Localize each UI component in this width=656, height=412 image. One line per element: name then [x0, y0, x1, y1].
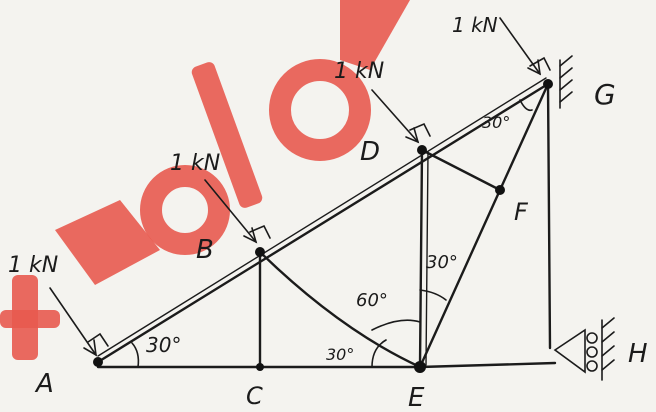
member-GH [546, 82, 552, 350]
arc-at-E-right [419, 289, 447, 301]
arc-at-A [131, 342, 140, 368]
joint-E [414, 361, 426, 373]
joint-G [543, 79, 553, 89]
load-B-label: 1 kN [170, 151, 220, 176]
member-BE [258, 250, 422, 369]
member-EF [418, 188, 502, 369]
angle-arcs [131, 99, 533, 368]
angle-label-E-right: 30° [426, 252, 458, 273]
node-label-E: E [408, 383, 425, 412]
load-arrows [49, 17, 542, 357]
angle-label-A: 30° [146, 333, 181, 357]
member-AG-double [97, 77, 547, 357]
joint-D [417, 145, 427, 155]
load-A-label: 1 kN [8, 253, 58, 278]
angle-label-G: 30° [482, 113, 510, 132]
joints [93, 79, 553, 373]
member-DF [420, 148, 502, 192]
truss-members [96, 77, 557, 369]
node-label-F: F [514, 198, 529, 226]
node-label-A: A [34, 369, 54, 399]
angle-label-E-vertical: 60° [356, 290, 388, 311]
node-label-C: C [246, 382, 263, 410]
member-FG [498, 82, 550, 192]
joint-F [495, 185, 505, 195]
member-EH [418, 361, 557, 369]
load-G-arrow [499, 17, 541, 75]
load-G-label: 1 kN [452, 13, 498, 37]
load-D-arrow [371, 89, 419, 143]
load-A-arrow [49, 287, 97, 356]
node-label-G: G [594, 78, 616, 111]
joint-A [93, 357, 103, 367]
arc-at-E-left [371, 339, 387, 368]
member-DE [418, 148, 424, 369]
support-G [559, 55, 573, 109]
node-label-D: D [360, 137, 380, 167]
joint-C [256, 363, 264, 371]
labels: 1 kN 1 kN 1 kN 1 kN A B C D E F G H 30° … [8, 13, 648, 412]
arc-at-E-vertical [371, 319, 421, 331]
node-label-H: H [628, 339, 648, 369]
joint-B [255, 247, 265, 257]
arc-at-G [519, 99, 533, 112]
load-D-label: 1 kN [334, 59, 384, 84]
watermark [0, 0, 410, 360]
angle-label-E-left: 30° [326, 345, 354, 364]
member-AG [96, 82, 550, 364]
node-label-B: B [196, 235, 214, 265]
member-DE-double [425, 151, 429, 366]
load-B-arrow [204, 179, 257, 243]
support-H [553, 317, 615, 381]
